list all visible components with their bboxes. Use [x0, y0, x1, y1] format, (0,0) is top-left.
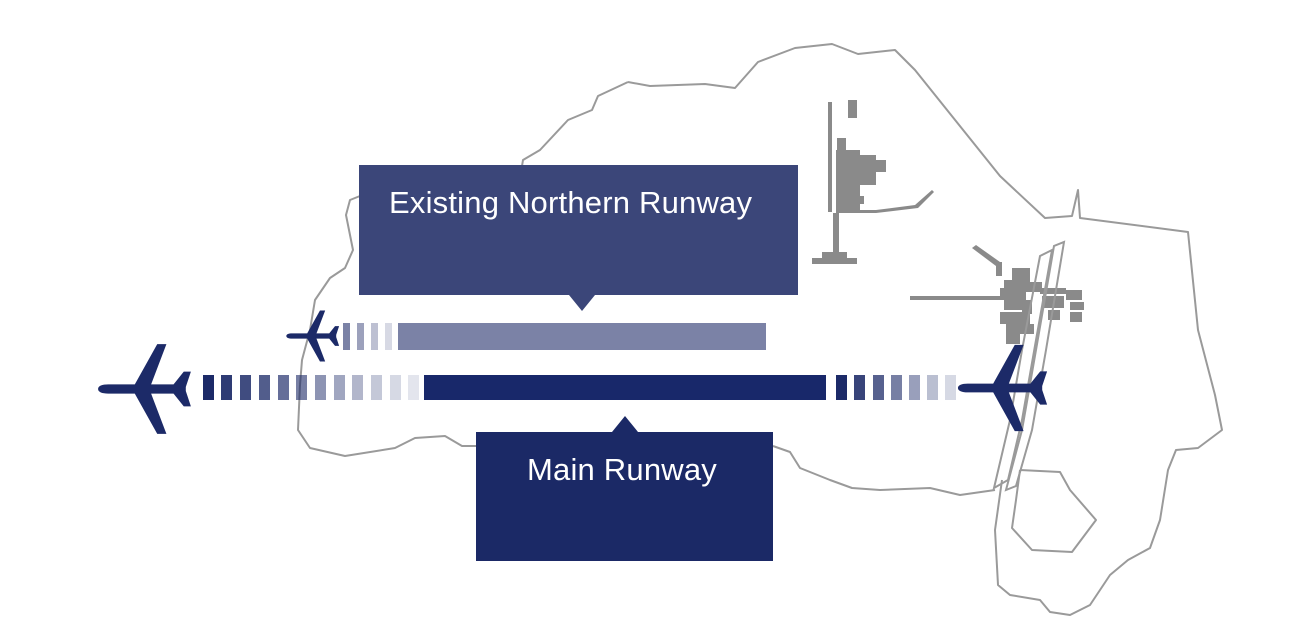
northern-runway-approach-lights [343, 323, 392, 350]
northern-runway [343, 323, 766, 350]
main-runway-callout-pointer [612, 416, 638, 432]
northern-runway-label: Existing Northern Runway [389, 185, 753, 220]
northern-runway-strip [398, 323, 766, 350]
northern-terminal-buildings [812, 100, 934, 264]
airport-boundary-outline [297, 43, 1223, 616]
airplane-icon-main-west [98, 344, 191, 434]
eastern-terminal-buildings [910, 245, 1084, 344]
main-runway [203, 375, 956, 400]
northern-runway-callout: Existing Northern Runway [359, 165, 798, 311]
northern-runway-callout-pointer [569, 295, 595, 311]
airplane-icon-northern [286, 310, 340, 362]
airplane-icon-main-east [957, 344, 1048, 432]
main-runway-approach-lights-east [836, 375, 956, 400]
main-runway-callout: Main Runway [476, 416, 773, 561]
main-runway-label: Main Runway [527, 452, 718, 487]
main-runway-approach-lights-west [203, 375, 419, 400]
main-runway-strip [424, 375, 826, 400]
